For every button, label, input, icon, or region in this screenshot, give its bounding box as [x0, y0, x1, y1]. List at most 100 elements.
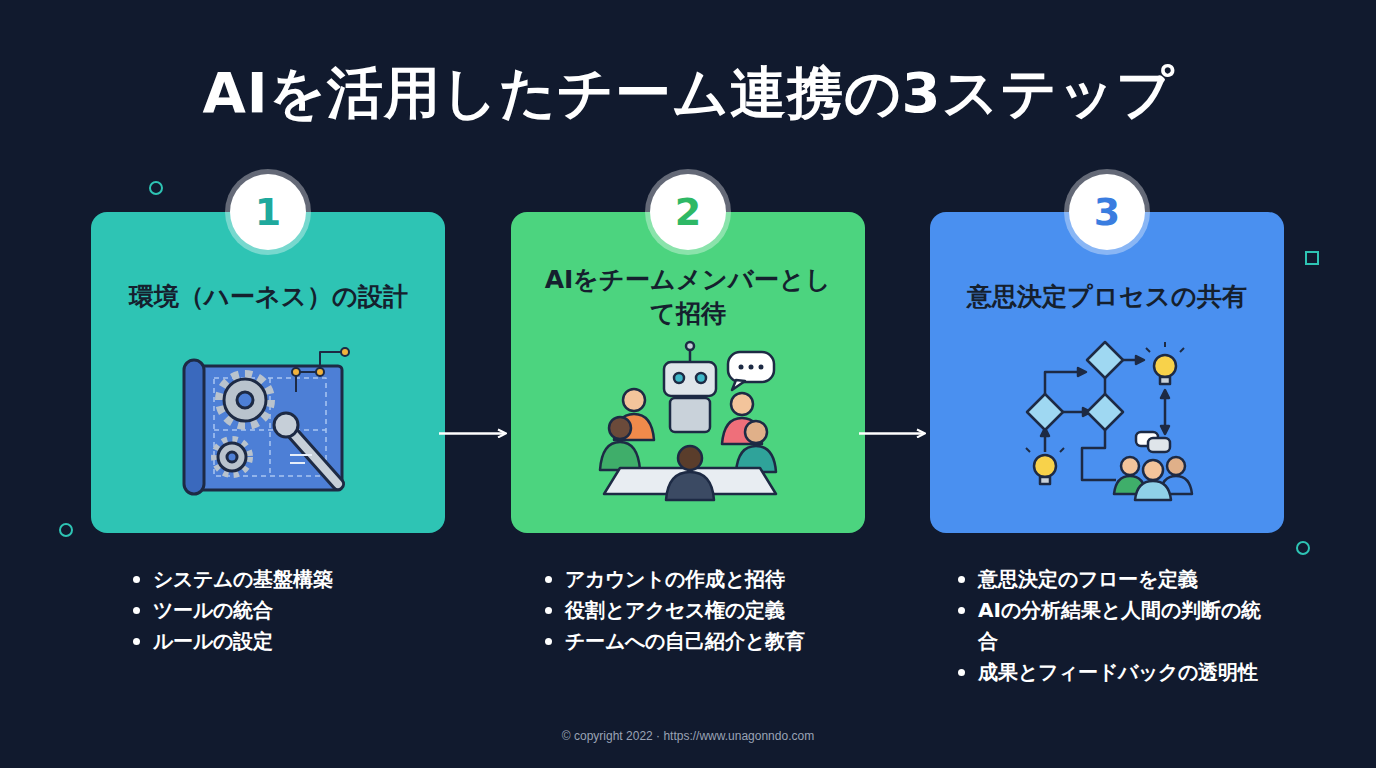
bullet-list: システムの基盤構築ツールの統合ルールの設定: [133, 564, 463, 657]
bullet-text: 意思決定のフローを定義: [978, 564, 1278, 595]
step-heading: AIをチームメンバーとして招待: [538, 258, 838, 336]
bullet-item: システムの基盤構築: [133, 564, 463, 595]
blueprint-icon-part: [220, 375, 270, 425]
step-number-badge: 2: [650, 174, 726, 250]
decision-flow-icon-part: [1136, 432, 1158, 446]
bullet-dot: [958, 669, 965, 676]
step-card: 意思決定プロセスの共有意思決定のフローを定義AIの分析結果と人間の判断の統合成果…: [930, 212, 1284, 533]
flow-arrow: [859, 432, 924, 435]
decision-flow-icon-part: [1180, 348, 1184, 352]
blueprint-icon-part: [218, 443, 246, 471]
team-meeting-icon-part: [674, 373, 684, 383]
decision-flow-icon-part: [1044, 430, 1047, 452]
step-heading: 環境（ハーネス）の設計: [118, 258, 418, 336]
decision-flow-icon-part: [1154, 355, 1176, 377]
team-meeting-icon-part: [604, 468, 776, 494]
bullet-item: アカウントの作成と招待: [545, 564, 875, 595]
bullet-item: AIの分析結果と人間の判断の統合: [958, 595, 1288, 657]
decoration-shapes-part: [150, 182, 162, 194]
decision-flow-icon-part: [1078, 368, 1086, 376]
copyright-caption: © copyright 2022 · https://www.unagonndo…: [0, 729, 1376, 743]
callout-number: 2: [675, 190, 701, 234]
blueprint-icon-part: [269, 378, 271, 476]
decision-flow-icon-part: [1148, 438, 1170, 452]
blueprint-icon-part: [237, 392, 253, 408]
team-meeting-icon: [600, 342, 776, 500]
decision-flow-icon-part: [1146, 348, 1150, 352]
blueprint-icon-part: [292, 368, 300, 376]
blueprint-icon-part: [184, 360, 204, 494]
decision-flow-icon-part: [1160, 476, 1192, 494]
bullet-text: 成果とフィードバックの透明性: [978, 657, 1278, 688]
team-meeting-icon-part: [666, 472, 714, 500]
bullet-item: チームへの自己紹介と教育: [545, 626, 875, 657]
decision-flow-icon-part: [1160, 377, 1170, 384]
decision-flow-icon-part: [1161, 390, 1169, 398]
team-meeting-icon-part: [728, 352, 774, 382]
bullet-dot: [133, 607, 140, 614]
team-meeting-icon-part: [722, 418, 762, 444]
blueprint-icon-part: [274, 413, 298, 437]
flow-arrow: [439, 432, 505, 435]
blueprint-icon-part: [296, 352, 345, 392]
team-meeting-icon-part: [623, 389, 645, 411]
decision-flow-icon-part: [1114, 476, 1146, 494]
decision-flow-icon-part: [1164, 342, 1166, 347]
bullet-item: ツールの統合: [133, 595, 463, 626]
decision-flow-icon-part: [1082, 430, 1116, 480]
decision-flow-icon-part: [1167, 457, 1185, 475]
team-meeting-icon-part: [689, 348, 692, 362]
step-card: 環境（ハーネス）の設計システムの基盤構築ツールの統合ルールの設定1: [91, 212, 445, 533]
blueprint-icon-part: [290, 430, 338, 484]
team-meeting-icon-part: [609, 417, 631, 439]
decision-flow-icon-part: [1041, 428, 1049, 436]
blueprint-icon-part: [192, 366, 342, 490]
decision-flow-icon-part: [1044, 442, 1046, 447]
callout-number: 3: [1094, 190, 1120, 234]
decision-flow-icon-part: [1063, 411, 1085, 414]
blueprint-icon-part: [290, 462, 305, 464]
team-meeting-icon-part: [696, 373, 706, 383]
decision-flow-icon-part: [1045, 372, 1078, 398]
step-number-badge: 3: [1069, 174, 1145, 250]
decision-flow-icon-part: [1164, 392, 1167, 432]
blueprint-icon-part: [316, 368, 324, 376]
bullet-text: AIの分析結果と人間の判断の統合: [978, 595, 1278, 657]
bullet-text: アカウントの作成と招待: [565, 564, 865, 595]
decoration-shapes-part: [1297, 542, 1309, 554]
step-card: AIをチームメンバーとして招待アカウントの作成と招待役割とアクセス権の定義チーム…: [511, 212, 865, 533]
decision-flow-icon-part: [1027, 394, 1063, 430]
bullet-text: チームへの自己紹介と教育: [565, 626, 865, 657]
decoration-shapes-part: [1306, 252, 1318, 264]
decision-flow-icon-part: [1161, 426, 1169, 434]
decision-flow-icon-part: [1034, 455, 1056, 477]
bullet-item: 成果とフィードバックの透明性: [958, 657, 1288, 688]
step-heading: 意思決定プロセスの共有: [957, 258, 1257, 336]
decoration-shapes-part: [60, 524, 72, 536]
bullet-item: ルールの設定: [133, 626, 463, 657]
blueprint-icon-part: [224, 379, 266, 421]
team-meeting-icon-part: [732, 380, 745, 390]
team-meeting-icon-part: [736, 446, 776, 472]
decision-flow-icon-part: [1060, 448, 1064, 452]
decision-flow-icon-part: [1026, 342, 1184, 452]
decision-flow-icon-part: [1083, 408, 1091, 416]
blueprint-icon-part: [214, 378, 326, 476]
decision-flow-icon-part: [1136, 356, 1144, 364]
bullet-dot: [545, 607, 552, 614]
team-meeting-icon-part: [670, 398, 710, 432]
diagram-title: AIを活用したチーム連携の3ステップ: [0, 56, 1376, 130]
team-meeting-icon-part: [745, 421, 767, 443]
step-number-badge: 1: [230, 174, 306, 250]
decision-flow-icon-part: [1026, 448, 1030, 452]
bullet-dot: [958, 607, 965, 614]
team-meeting-icon-part: [678, 446, 702, 470]
team-meeting-icon-part: [749, 365, 754, 370]
team-meeting-icon-part: [739, 365, 744, 370]
blueprint-icon-part: [290, 430, 338, 484]
bullet-dot: [133, 576, 140, 583]
decision-flow-icon-part: [1104, 378, 1107, 394]
callout-number: 1: [255, 190, 281, 234]
decision-flow-icon-part: [1143, 460, 1163, 480]
team-meeting-icon-part: [614, 414, 654, 440]
